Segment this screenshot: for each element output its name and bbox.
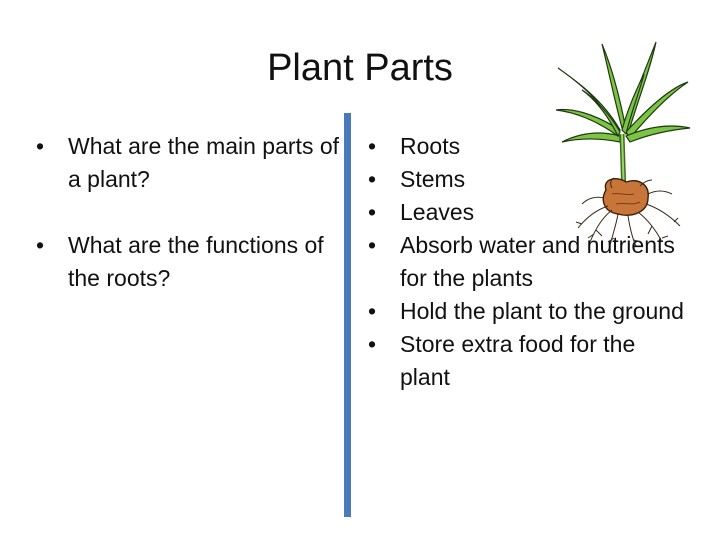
answer-item: • Stems bbox=[368, 163, 688, 196]
question-text: What are the functions of the roots? bbox=[68, 232, 324, 291]
leaves-icon bbox=[555, 41, 691, 143]
slide-title: Plant Parts bbox=[267, 47, 453, 89]
bullet-glyph: • bbox=[368, 298, 377, 324]
question-text: What are the main parts of a plant? bbox=[68, 133, 340, 192]
questions-column: • What are the main parts of a plant? • Wh… bbox=[36, 130, 346, 295]
answer-item: • Store extra food for the plant bbox=[368, 328, 688, 394]
answer-text: Absorb water and nutrients for the plant… bbox=[400, 232, 675, 291]
answer-list: • Roots • Stems • Leaves • Absorb water and … bbox=[368, 130, 688, 394]
bullet-glyph: • bbox=[368, 199, 377, 225]
tuber-icon bbox=[602, 178, 649, 216]
answer-text: Roots bbox=[400, 133, 461, 159]
answer-text: Hold the plant to the ground bbox=[400, 298, 684, 324]
answer-text: Store extra food for the plant bbox=[400, 331, 636, 390]
answer-item: • Absorb water and nutrients for the plan… bbox=[368, 229, 688, 295]
answer-text: Leaves bbox=[400, 199, 475, 225]
bullet-glyph: • bbox=[368, 166, 377, 192]
answers-column: • Roots • Stems • Leaves • Absorb water and … bbox=[368, 130, 688, 394]
bullet-glyph: • bbox=[368, 331, 377, 357]
bullet-glyph: • bbox=[36, 133, 45, 159]
roots-icon bbox=[575, 177, 681, 247]
question-item: • What are the functions of the roots? bbox=[36, 229, 346, 295]
answer-text: Stems bbox=[400, 166, 466, 192]
answer-item: • Roots bbox=[368, 130, 688, 163]
question-item: • What are the main parts of a plant? bbox=[36, 130, 346, 196]
bullet-glyph: • bbox=[368, 133, 377, 159]
column-divider bbox=[344, 113, 351, 517]
plant-icon bbox=[555, 41, 691, 247]
answer-item: • Leaves bbox=[368, 196, 688, 229]
question-list: • What are the main parts of a plant? • Wh… bbox=[36, 130, 346, 295]
answer-item: • Hold the plant to the ground bbox=[368, 295, 688, 328]
bullet-glyph: • bbox=[36, 232, 45, 258]
bullet-glyph: • bbox=[368, 232, 377, 258]
